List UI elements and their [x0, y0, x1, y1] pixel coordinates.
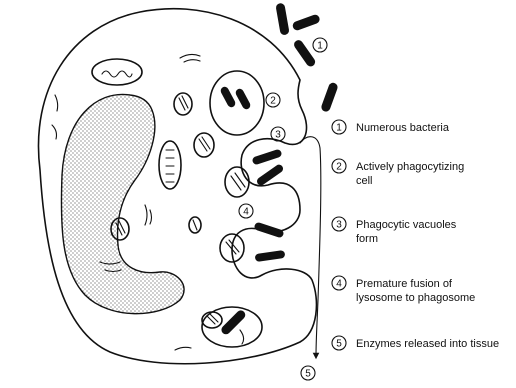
bacterium-outside-1 [275, 3, 289, 36]
svg-text:Actively phagocytizing: Actively phagocytizing [356, 161, 464, 173]
legend-item-5: 5 Enzymes released into tissue [332, 336, 499, 350]
svg-text:Numerous bacteria: Numerous bacteria [356, 122, 450, 134]
svg-text:1: 1 [317, 41, 323, 52]
legend-item-4: 4 Premature fusion of lysosome to phagos… [332, 276, 475, 304]
legend-item-2: 2 Actively phagocytizing cell [332, 159, 464, 187]
granule-4-lines [193, 220, 197, 230]
svg-text:Enzymes released into tissue: Enzymes released into tissue [356, 338, 499, 350]
diagram-marker-4: 4 [239, 204, 253, 218]
svg-text:4: 4 [243, 207, 249, 218]
granule-1 [174, 93, 192, 115]
svg-text:1: 1 [336, 123, 342, 134]
bacterium-vacuole-4 [255, 250, 286, 262]
legend-item-3: 3 Phagocytic vacuoles form [332, 217, 457, 245]
svg-text:3: 3 [275, 130, 281, 141]
diagram-marker-2: 2 [266, 93, 280, 107]
svg-text:5: 5 [336, 339, 342, 350]
granule-bottom-lines [207, 314, 218, 324]
svg-text:cell: cell [356, 175, 373, 187]
bacterium-outside-2 [291, 13, 320, 31]
svg-text:5: 5 [305, 369, 311, 380]
bacterium-in-phagosome-2 [234, 87, 251, 110]
nucleus [61, 94, 184, 313]
svg-text:form: form [356, 233, 378, 245]
legend-item-1: 1 Numerous bacteria [332, 120, 450, 134]
svg-text:3: 3 [336, 220, 342, 231]
svg-text:2: 2 [270, 96, 276, 107]
diagram-marker-5: 5 [301, 366, 315, 380]
phagosome-upper [210, 71, 264, 135]
lysosome-fusing-lines [231, 173, 245, 190]
svg-text:2: 2 [336, 162, 342, 173]
granule-2-lines [199, 137, 210, 151]
enzyme-release-arrow [300, 137, 321, 356]
svg-text:Premature fusion of: Premature fusion of [356, 278, 453, 290]
legend: 1 Numerous bacteria 2 Actively phagocyti… [332, 120, 499, 350]
granule-bottom [202, 312, 222, 328]
diagram-marker-3: 3 [271, 127, 285, 141]
svg-text:4: 4 [336, 279, 342, 290]
mitochondrion-top-cristae [102, 71, 132, 77]
bacterium-vacuole-3 [253, 222, 284, 239]
bacterium-lower [220, 309, 248, 337]
granule-1-lines [179, 96, 188, 110]
lysosome-fusing [225, 167, 249, 197]
mitochondrion-top [92, 59, 142, 85]
svg-text:Phagocytic vacuoles: Phagocytic vacuoles [356, 219, 457, 231]
bacterium-in-phagosome-1 [219, 85, 236, 108]
granule-2 [194, 133, 214, 157]
mitochondrion-middle-cristae [166, 150, 174, 182]
diagram-marker-1: 1 [313, 38, 327, 52]
svg-text:lysosome to phagosome: lysosome to phagosome [356, 292, 475, 304]
bacterium-outside-4 [320, 82, 339, 113]
bacterium-vacuole-1 [251, 149, 282, 166]
